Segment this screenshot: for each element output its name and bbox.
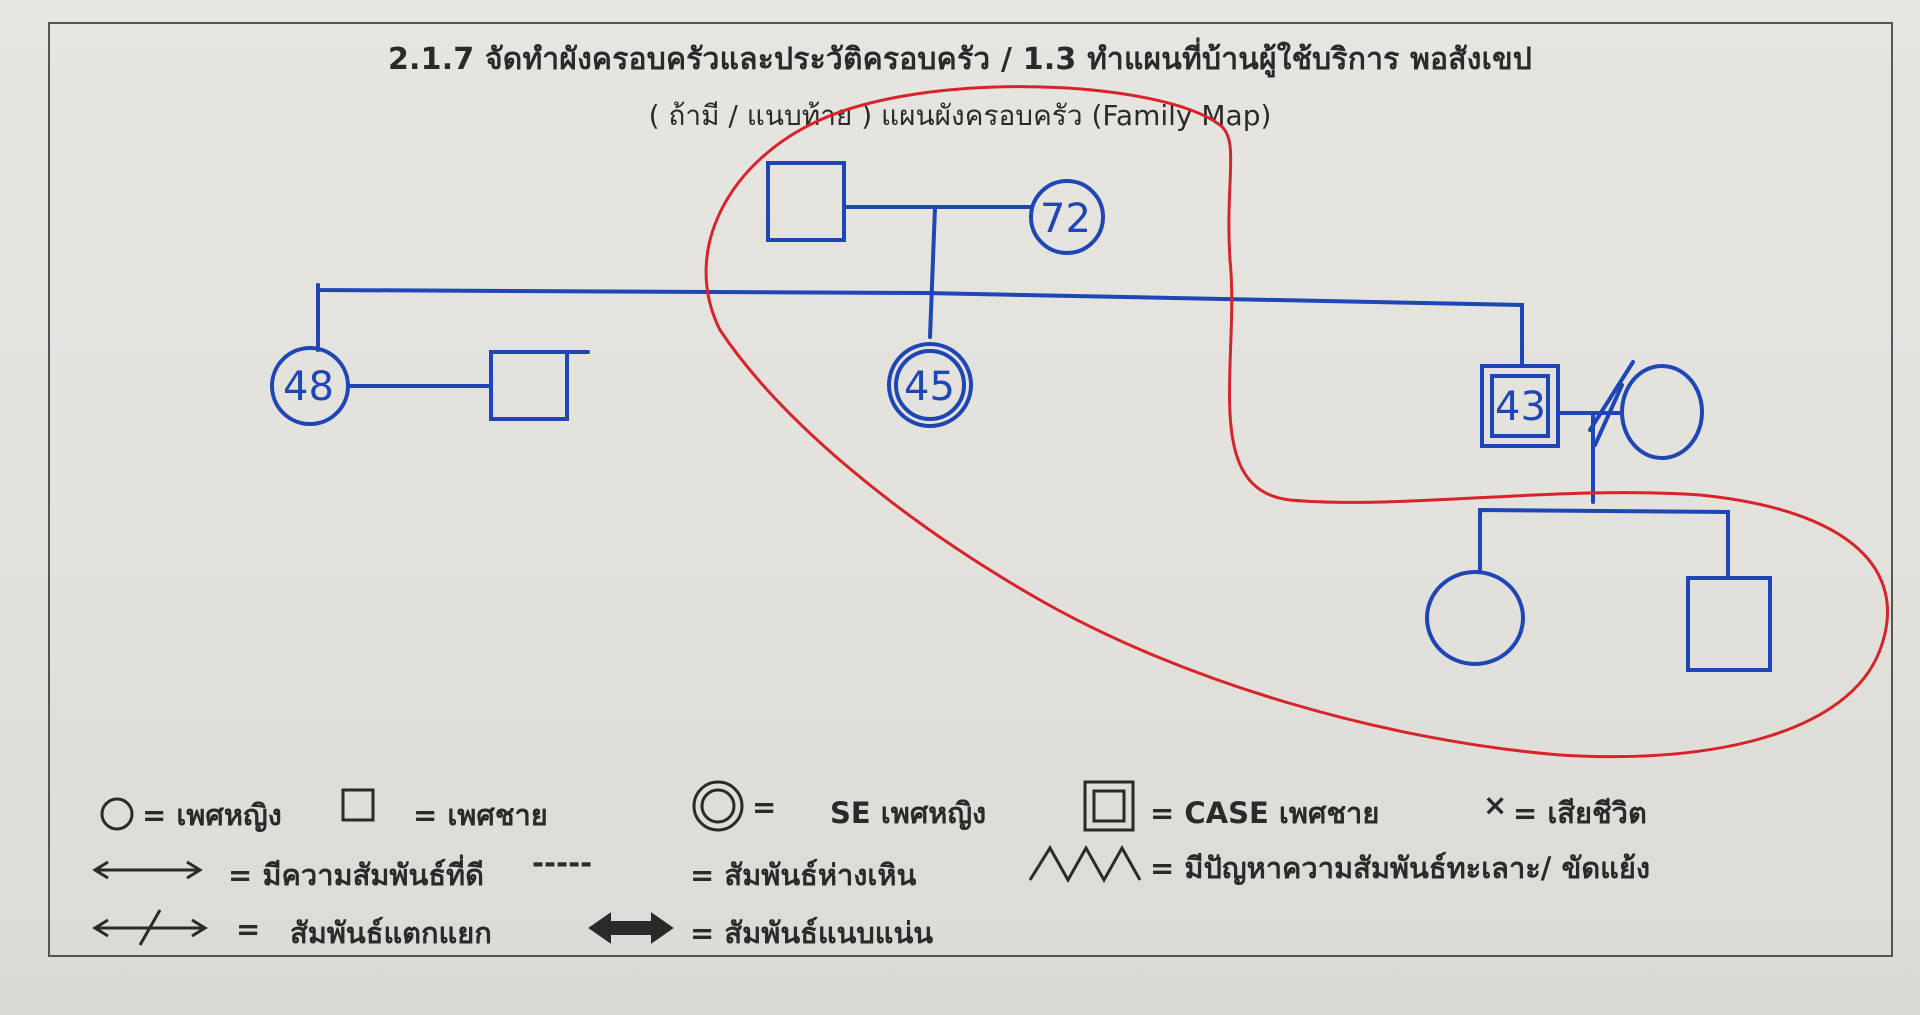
legend-good-relation-arrow-right bbox=[186, 860, 203, 880]
daughter-circle bbox=[1425, 570, 1525, 666]
legend-female-icon bbox=[100, 797, 134, 831]
legend-close-label: = สัมพันธ์แนบแน่น bbox=[690, 916, 934, 950]
legend-conflict-icon bbox=[1028, 844, 1142, 884]
aunt-age: 48 bbox=[283, 364, 334, 410]
legend-male-icon bbox=[341, 788, 375, 822]
legend-se-female-inner-icon bbox=[700, 788, 736, 824]
legend-conflict-label: = มีปัญหาความสัมพันธ์ทะเลาะ/ ขัดแย้ง bbox=[1150, 851, 1650, 885]
legend-female-label: = เพศหญิง bbox=[142, 798, 282, 832]
grandmother-circle bbox=[1029, 179, 1105, 255]
legend-broken-eq: = bbox=[236, 912, 261, 946]
legend-case-male-label: = CASE เพศชาย bbox=[1150, 796, 1380, 830]
mother-circle-outer bbox=[887, 342, 973, 428]
legend-broken-arrow-right bbox=[191, 918, 208, 938]
legend-good-relation-arrow-left bbox=[92, 860, 109, 880]
legend-close-relation-icon bbox=[588, 912, 674, 944]
legend-male-label: = เพศชาย bbox=[413, 798, 548, 832]
legend-se-female-outer-icon bbox=[692, 780, 744, 832]
case-square-inner bbox=[1490, 374, 1550, 438]
aunt-husband-square bbox=[489, 350, 569, 421]
case-square-outer bbox=[1480, 364, 1560, 448]
form-title: 2.1.7 จัดทำผังครอบครัวและประวัติครอบครัว… bbox=[387, 42, 1533, 77]
legend-se-female-eq: = bbox=[752, 790, 777, 824]
legend-deceased-label: = เสียชีวิต bbox=[1513, 796, 1647, 830]
legend-broken-slash bbox=[138, 909, 162, 946]
case-age: 43 bbox=[1495, 384, 1546, 430]
legend-case-male-outer-icon bbox=[1083, 780, 1135, 832]
legend-distant-dash: ----- bbox=[532, 846, 593, 880]
grandfather-square bbox=[766, 161, 846, 242]
household-boundary bbox=[704, 85, 1889, 759]
mother-age: 45 bbox=[904, 364, 955, 410]
grandparents-descent-line bbox=[928, 205, 937, 339]
legend-se-female-label: SE เพศหญิง bbox=[830, 796, 987, 830]
legend-broken-label: สัมพันธ์แตกแยก bbox=[290, 916, 492, 950]
case-divorce-slash-2 bbox=[1588, 360, 1635, 432]
legend-case-male-inner-icon bbox=[1092, 789, 1126, 823]
legend-broken-arrow-left bbox=[92, 918, 109, 938]
son-square bbox=[1686, 576, 1772, 672]
legend-distant-label: = สัมพันธ์ห่างเหิน bbox=[690, 858, 917, 892]
mother-circle-inner bbox=[894, 349, 966, 421]
legend-good-relation-label: = มีความสัมพันธ์ที่ดี bbox=[228, 858, 485, 892]
form-frame bbox=[48, 22, 1893, 957]
legend-deceased-symbol: × bbox=[1483, 788, 1508, 822]
form-subtitle: ( ถ้ามี / แนบท้าย ) แผนผังครอบครัว (Fami… bbox=[648, 99, 1272, 132]
children-line bbox=[1478, 507, 1730, 580]
case-divorce-slash bbox=[1593, 383, 1624, 447]
grandmother-age: 72 bbox=[1040, 196, 1091, 242]
case-spouse-circle bbox=[1620, 364, 1704, 460]
